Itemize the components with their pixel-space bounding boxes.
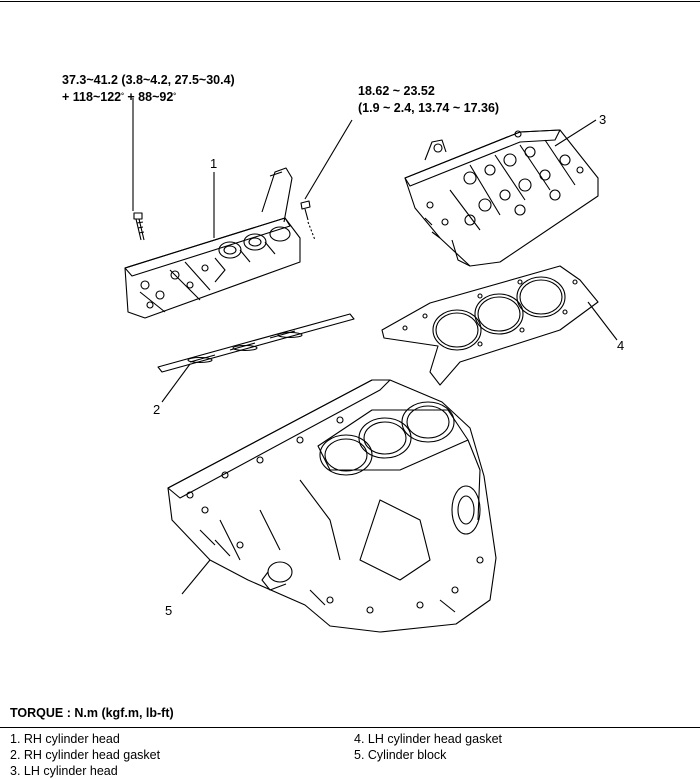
- lh-cylinder-head-gasket-drawing: [381, 265, 618, 386]
- torque-spec-line-2: + 118~122° + 88~92°: [62, 89, 235, 106]
- legend-left-column: 1. RH cylinder head 2. RH cylinder head …: [10, 731, 160, 779]
- degree-symbol: °: [121, 93, 124, 100]
- torque-spec-line-2: (1.9 ~ 2.4, 13.74 ~ 17.36): [358, 101, 500, 115]
- torque-angle-1: + 118~122: [62, 90, 122, 104]
- legend-item: 1. RH cylinder head: [10, 732, 120, 746]
- engine-exploded-diagram: 1 2 3 4 5: [124, 98, 624, 633]
- legend-item: 5. Cylinder block: [354, 748, 447, 762]
- torque-angle-2: + 88~92: [123, 90, 174, 104]
- lh-cylinder-head-drawing: [404, 119, 599, 267]
- callout-2: 2: [153, 402, 160, 417]
- torque-spec-line-1: 37.3~41.2 (3.8~4.2, 27.5~30.4): [62, 73, 235, 87]
- torque-spec-line-1: 18.62 ~ 23.52: [358, 84, 435, 98]
- cylinder-block-drawing: [167, 379, 497, 633]
- torque-spec-small-bolt: 18.62 ~ 23.52 (1.9 ~ 2.4, 13.74 ~ 17.36): [358, 83, 499, 117]
- degree-symbol: °: [173, 93, 177, 100]
- callout-5: 5: [165, 603, 172, 618]
- callout-3: 3: [599, 112, 606, 127]
- callout-1: 1: [210, 156, 217, 171]
- callout-4: 4: [617, 338, 624, 353]
- torque-spec-rh-head-bolt: 37.3~41.2 (3.8~4.2, 27.5~30.4) + 118~122…: [62, 72, 235, 106]
- legend-right-column: 4. LH cylinder head gasket 5. Cylinder b…: [354, 731, 502, 763]
- legend-item: 2. RH cylinder head gasket: [10, 748, 161, 762]
- legend-item: 4. LH cylinder head gasket: [354, 732, 503, 746]
- rh-cylinder-head-drawing: [124, 98, 353, 319]
- torque-units-title: TORQUE : N.m (kgf.m, lb-ft): [10, 706, 174, 720]
- top-border-line: [0, 1, 700, 2]
- footer-divider: [0, 727, 700, 728]
- rh-cylinder-head-gasket-drawing: [157, 313, 355, 403]
- legend-item: 3. LH cylinder head: [10, 764, 118, 778]
